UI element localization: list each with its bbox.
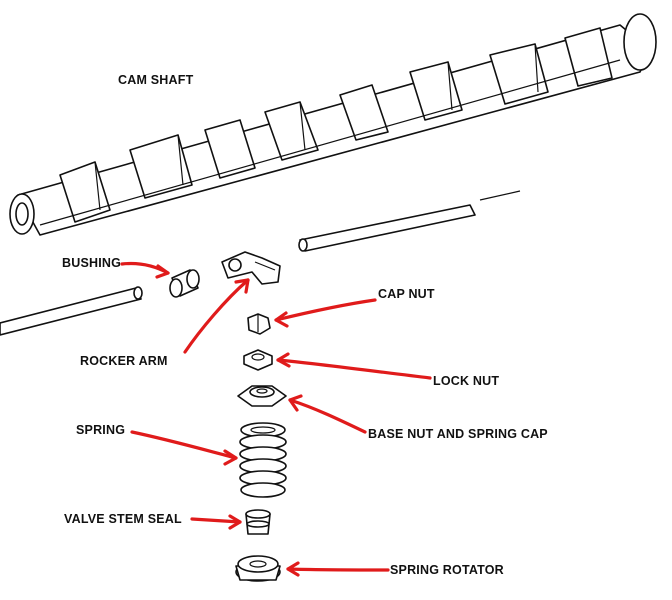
lock-nut-part bbox=[243, 349, 273, 371]
label-lock-nut: LOCK NUT bbox=[433, 374, 500, 388]
arrow-rocker-arm bbox=[183, 278, 250, 354]
rocker-shaft-rear bbox=[298, 190, 521, 252]
label-base-nut-and-spring-cap: BASE NUT AND SPRING CAP bbox=[368, 427, 548, 441]
arrow-valve-stem-seal bbox=[190, 514, 242, 530]
label-bushing: BUSHING bbox=[62, 256, 122, 270]
cap-nut-part bbox=[247, 313, 271, 335]
rocker-arm-part bbox=[221, 251, 281, 285]
label-camshaft: CAM SHAFT bbox=[118, 73, 194, 87]
arrow-cap-nut bbox=[274, 298, 377, 328]
label-rocker-arm: ROCKER ARM bbox=[80, 354, 168, 368]
rocker-shaft-front bbox=[0, 286, 143, 336]
spring-part bbox=[239, 422, 287, 498]
label-spring-rotator: SPRING ROTATOR bbox=[390, 563, 504, 577]
label-spring: SPRING bbox=[76, 423, 126, 437]
arrow-spring bbox=[130, 430, 238, 466]
valve-stem-seal-part bbox=[245, 509, 271, 535]
label-cap-nut: CAP NUT bbox=[378, 287, 435, 301]
arrow-bushing bbox=[120, 261, 170, 279]
arrow-lock-nut bbox=[276, 352, 432, 380]
camshaft bbox=[9, 13, 657, 236]
label-valve-stem-seal: VALVE STEM SEAL bbox=[64, 512, 182, 526]
bushing-part bbox=[169, 269, 200, 298]
spring-rotator-part bbox=[235, 555, 281, 582]
arrow-spring-rotator bbox=[286, 561, 390, 577]
base-nut-spring-cap-part bbox=[237, 385, 287, 407]
arrow-base-nut bbox=[288, 394, 367, 434]
